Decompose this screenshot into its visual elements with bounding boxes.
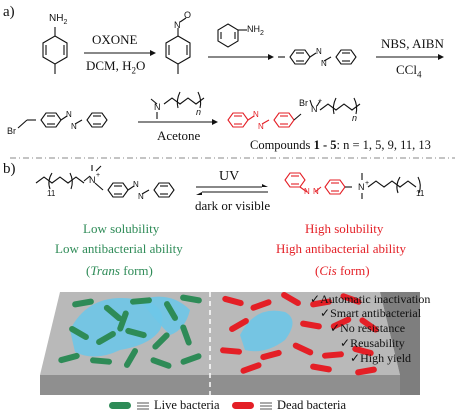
product-azo-n1: N [253,110,259,119]
checklist-item-3: ✓No resistance [330,321,406,335]
biofilm-right [240,310,293,352]
product-plus: + [318,98,323,105]
legend-dead-label: Dead bacteria [277,398,347,412]
cis-form-label: (Cis form) [315,263,370,278]
azo-n3-label: N [66,110,72,119]
trans-azo-n2: N [138,192,144,201]
live-bacteria-group [58,294,202,369]
cis-azo-n2: N [313,187,319,196]
legend-equals-left [137,402,149,410]
trans-form-label: (Trans form) [86,263,153,278]
p-toluidine-structure [42,27,68,74]
reagent-acetone: Acetone [157,128,201,143]
aniline-structure [217,23,247,48]
product-bromide: Br [299,98,308,108]
trans-solubility: Low solubility [83,221,160,236]
reagent-dcm-water: DCM, H2O [86,58,146,76]
dimethylalkylamine-structure [150,91,205,119]
product-azo-n2: N [258,122,264,131]
dead-bacteria-group [220,292,379,376]
checklist-item-5: ✓High yield [350,351,412,365]
nitroso-oxygen-label: O [184,10,192,20]
dead-bacteria-swatch [232,402,254,409]
cis-n-label: N [358,182,365,192]
methylazobenzene-structure [278,49,357,65]
bromomethylazobenzene-structure [17,112,108,129]
aniline-nh2-label: NH2 [247,24,264,37]
cis-azo-n1: N [304,187,310,196]
dark-visible-label: dark or visible [195,198,271,213]
cis-solubility: High solubility [305,221,384,236]
trans-n-label: N [89,175,96,185]
cis-antibacterial: High antibacterial ability [276,241,406,256]
trans-azo-n1: N [133,180,139,189]
azo-n2-label: N [321,59,327,68]
trans-azobenzene-surfactant-structure [35,165,175,198]
slab-side [380,292,420,395]
legend-live-label: Live bacteria [154,398,220,412]
legend-equals-right [260,402,272,410]
panel-a-label: a) [3,4,15,20]
live-bacteria-swatch [109,402,131,409]
azo-n1-label: N [316,47,322,56]
product-n-label: N [311,104,318,114]
amine-n-subscript: n [196,107,202,117]
bromide-label: Br [7,126,16,136]
uv-label: UV [219,169,240,184]
trans-chain-length: 11 [47,189,56,198]
biofilm-left [70,298,163,357]
checklist-item-4: ✓Reusability [340,336,405,350]
cis-plus: + [365,180,370,187]
reagent-ccl4: CCl4 [396,62,422,80]
cis-azobenzene-surfactant-structure [284,172,421,199]
reagent-oxone: OXONE [92,32,138,47]
amine-n-label: N [154,102,161,112]
nh2-label: NH2 [49,13,68,27]
nitroso-nitrogen-label: N [174,20,181,30]
checklist-item-1: ✓Automatic inactivation [310,292,431,306]
compounds-caption: Compounds 1 - 5: n = 1, 5, 9, 11, 13 [250,138,431,152]
product-n-subscript: n [352,113,358,123]
trans-plus: + [96,172,101,179]
cis-chain-length: 11 [416,189,425,198]
trans-antibacterial: Low antibacterial ability [55,241,183,256]
quaternary-ammonium-product-structure [227,97,361,128]
reagent-nbs-aibn: NBS, AIBN [381,36,444,51]
panel-b-label: b) [3,161,16,177]
azo-n4-label: N [71,122,77,131]
nitrosotoluene-structure [165,17,191,74]
checklist-item-2: ✓Smart antibacterial [320,306,422,320]
slab-front [40,375,400,395]
